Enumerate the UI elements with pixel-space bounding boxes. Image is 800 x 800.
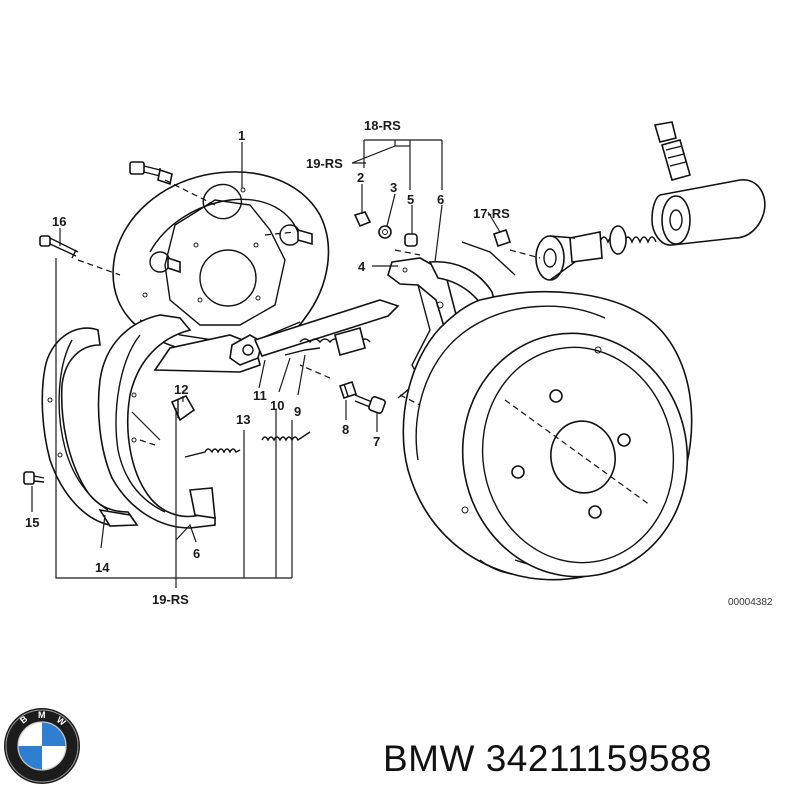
- label-10: 10: [270, 398, 284, 413]
- label-15: 15: [25, 515, 39, 530]
- label-3: 3: [390, 180, 397, 195]
- guide-lines: [77, 179, 541, 446]
- brake-shoe-14: [41, 327, 139, 527]
- part-caption: BMW 34211159588: [383, 738, 713, 779]
- brake-shoe-6: [97, 314, 216, 529]
- label-11: 11: [253, 388, 267, 403]
- label-12: 12: [174, 382, 188, 397]
- label-5: 5: [407, 192, 414, 207]
- bolt-top-left: [129, 161, 173, 186]
- label-9: 9: [294, 404, 301, 419]
- lower-springs: [184, 431, 311, 458]
- small-part-3: [378, 225, 392, 239]
- small-part-2: [353, 211, 372, 228]
- label-16: 16: [52, 214, 66, 229]
- adjuster-lever: [229, 334, 271, 366]
- label-2: 2: [357, 170, 364, 185]
- brake-drum: [402, 291, 693, 581]
- screw-15: [23, 471, 45, 485]
- label-13: 13: [236, 412, 250, 427]
- strut-spring: [253, 299, 400, 357]
- nut-8: [338, 380, 358, 400]
- label-7: 7: [373, 434, 380, 449]
- label-18-rs: 18-RS: [364, 118, 401, 133]
- wheel-cylinder: [535, 121, 766, 281]
- label-4: 4: [358, 259, 366, 274]
- label-14: 14: [95, 560, 110, 575]
- bolt-16: [39, 235, 79, 259]
- adjuster-17: [492, 228, 512, 248]
- svg-text:B: B: [18, 713, 30, 725]
- small-part-5: [404, 233, 418, 247]
- bmw-logo-icon: B M W: [4, 708, 80, 784]
- label-17-rs: 17-RS: [473, 206, 510, 221]
- svg-text:M: M: [38, 710, 46, 720]
- label-6-bottom: 6: [193, 546, 200, 561]
- callout-labels: 1 16 18-RS 19-RS 2 3 5 6 17-RS 4 12 11 1…: [25, 118, 773, 608]
- label-19-rs-bottom: 19-RS: [152, 592, 189, 607]
- label-8: 8: [342, 422, 349, 437]
- bolt-7: [354, 394, 386, 414]
- label-6-top: 6: [437, 192, 444, 207]
- clip-12: [170, 394, 196, 422]
- diagram-ref-number: 00004382: [728, 597, 773, 608]
- label-19-rs-top: 19-RS: [306, 156, 343, 171]
- leader-lines: [31, 139, 501, 588]
- label-1: 1: [238, 128, 245, 143]
